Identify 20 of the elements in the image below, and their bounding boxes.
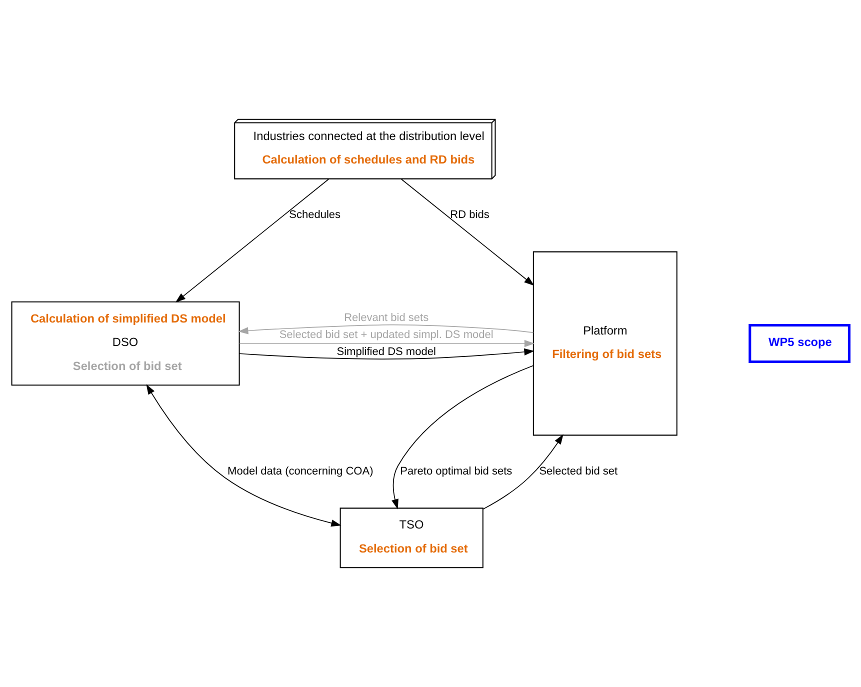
edge-label: Selected bid set + updated simpl. DS model — [279, 328, 494, 341]
edge-label: Pareto optimal bid sets — [400, 466, 512, 478]
arrow — [400, 178, 534, 286]
edge-label: RD bids — [450, 209, 490, 222]
arrow — [238, 324, 534, 334]
arrow — [482, 434, 564, 510]
arrow — [146, 384, 342, 527]
edge-label: Relevant bid sets — [344, 312, 429, 324]
arrow — [239, 340, 535, 348]
edge-label: Selected bid set — [539, 466, 618, 478]
edge-label: Schedules — [289, 209, 341, 222]
node-box: WP5 scope — [748, 324, 850, 364]
arrow — [238, 348, 534, 360]
arrow — [175, 178, 330, 303]
edge-label: Model data (concerning COA) — [228, 466, 374, 478]
node-box: TSO Selection of bid set — [340, 508, 484, 568]
arrow — [392, 365, 534, 510]
edge-label: Simplified DS model — [336, 346, 436, 358]
node-box: Calculation of simplified DS model DSO Selection of bid set — [11, 301, 240, 386]
node-box: Platform Filtering of bid sets — [532, 251, 678, 436]
